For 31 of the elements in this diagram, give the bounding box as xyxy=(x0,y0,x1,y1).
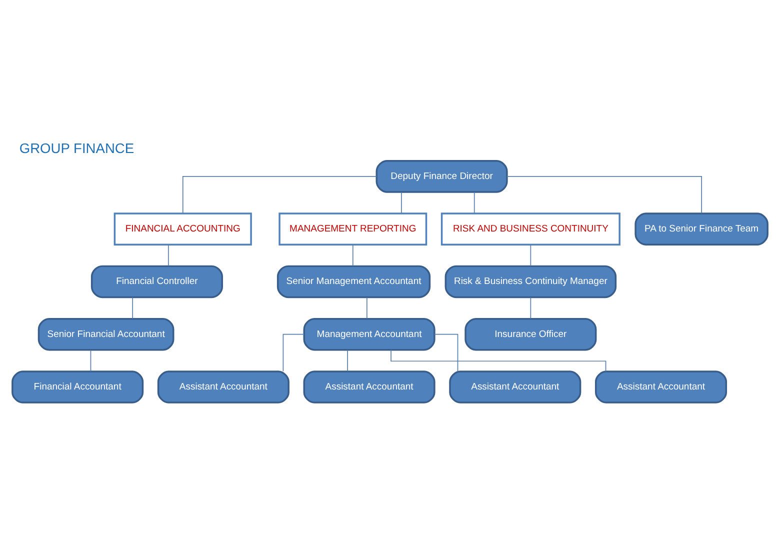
node-box: PA to Senior Finance Team xyxy=(634,212,768,245)
connector xyxy=(506,176,702,214)
connector xyxy=(282,333,304,372)
diagram-title: GROUP FINANCE xyxy=(19,140,134,156)
connector xyxy=(474,191,475,214)
connector xyxy=(90,349,92,372)
node-box: Assistant Accountant xyxy=(157,370,290,403)
node-box: Insurance Officer xyxy=(464,317,597,350)
node-box: FINANCIAL ACCOUNTING xyxy=(114,212,252,245)
connector xyxy=(434,333,458,372)
connector xyxy=(530,296,532,319)
node-box: Deputy Finance Director xyxy=(376,160,508,192)
connector xyxy=(366,296,368,319)
connector xyxy=(182,176,377,214)
node-box: Senior Financial Accountant xyxy=(38,317,174,350)
connector xyxy=(132,296,134,319)
node-box: Senior Management Accountant xyxy=(276,264,431,298)
connector xyxy=(168,244,169,266)
node-box: MANAGEMENT REPORTING xyxy=(278,212,428,245)
connector xyxy=(401,191,402,214)
connector xyxy=(352,244,354,266)
connector xyxy=(347,349,348,372)
node-box: Assistant Accountant xyxy=(449,370,582,403)
connector xyxy=(530,244,532,266)
node-box: Management Accountant xyxy=(303,317,436,350)
node-box: Financial Controller xyxy=(90,264,223,298)
node-box: RISK AND BUSINESS CONTINUITY xyxy=(440,212,620,245)
node-box: Assistant Accountant xyxy=(594,370,728,403)
node-box: Assistant Accountant xyxy=(303,370,436,403)
node-box: Risk & Business Continuity Manager xyxy=(444,264,617,298)
node-box: Financial Accountant xyxy=(12,370,144,403)
